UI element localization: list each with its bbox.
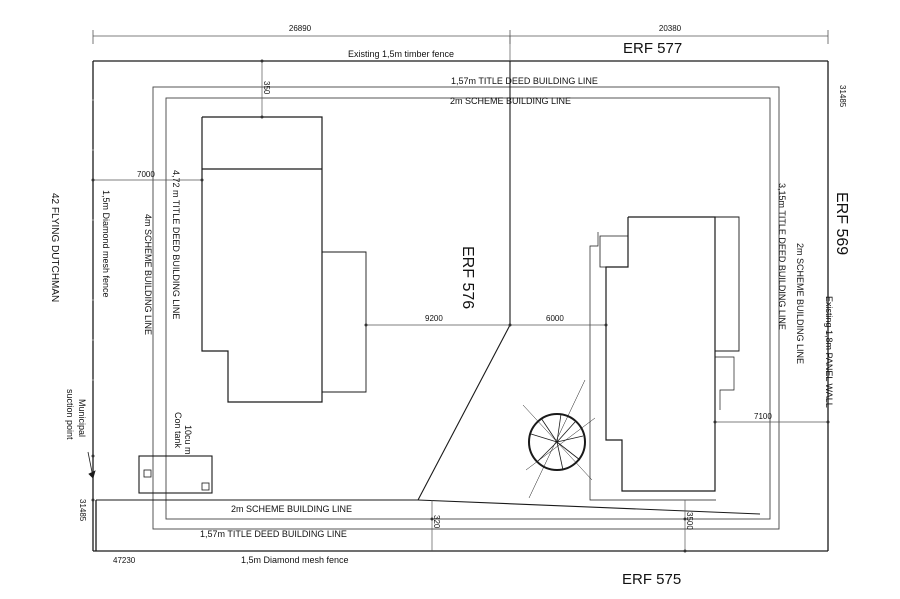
east-fence-label: Existing 1,8m PANEL WALL xyxy=(824,296,834,408)
dimension-6000: 6000 xyxy=(546,314,564,323)
rotary-element xyxy=(522,379,596,499)
erf-575-label: ERF 575 xyxy=(622,571,681,588)
tank-label-line2: Con tank xyxy=(173,412,183,449)
east-title-deed-line-label: 3,15m TITLE DEED BUILDING LINE xyxy=(777,183,787,330)
west-title-deed-line-label: 4,72 m TITLE DEED BUILDING LINE xyxy=(171,170,181,319)
flying-dutchman-label: 42 FLYING DUTCHMAN xyxy=(49,193,60,302)
dimension-31485-left: 31485 xyxy=(78,499,87,522)
west-building xyxy=(201,116,367,403)
dimension-20380: 20380 xyxy=(659,24,682,33)
dimension-ticks xyxy=(91,59,830,553)
dimension-7000: 7000 xyxy=(137,170,155,179)
dimension-350: 350 xyxy=(262,81,271,95)
municipal-label-line2: suction point xyxy=(65,389,75,440)
dimension-9200: 9200 xyxy=(425,314,443,323)
dimension-320: 320 xyxy=(432,515,441,529)
municipal-arrow xyxy=(87,451,96,479)
erf-dividing-line xyxy=(96,61,761,515)
dimension-3500: 3500 xyxy=(685,512,694,530)
east-building xyxy=(589,216,740,501)
erf-576-label: ERF 576 xyxy=(459,246,476,309)
south-fence-label: 1,5m Diamond mesh fence xyxy=(241,555,349,565)
dimension-26890: 26890 xyxy=(289,24,312,33)
tank-label-line1: 10cu m xyxy=(183,425,193,455)
erf-577-label: ERF 577 xyxy=(623,40,682,57)
south-scheme-line-label: 2m SCHEME BUILDING LINE xyxy=(231,504,352,514)
dimension-47230: 47230 xyxy=(113,556,136,565)
west-fence-label: 1,5m Diamond mesh fence xyxy=(101,190,111,298)
west-scheme-line-label: 4m SCHEME BUILDING LINE xyxy=(143,214,153,335)
municipal-label-line1: Municipal xyxy=(77,399,87,437)
dimension-31485-right: 31485 xyxy=(838,85,847,108)
concrete-tank xyxy=(138,455,213,494)
east-scheme-line-label: 2m SCHEME BUILDING LINE xyxy=(795,243,805,364)
property-boundary xyxy=(92,60,829,552)
internal-dimension-lines xyxy=(93,36,828,551)
south-title-deed-line-label: 1,57m TITLE DEED BUILDING LINE xyxy=(200,529,347,539)
north-title-deed-line-label: 1,57m TITLE DEED BUILDING LINE xyxy=(451,76,598,86)
building-setback-lines xyxy=(152,86,780,530)
west-fence-markers xyxy=(92,99,94,381)
north-scheme-line-label: 2m SCHEME BUILDING LINE xyxy=(450,96,571,106)
top-dimension-line xyxy=(92,30,829,44)
north-fence-label: Existing 1,5m timber fence xyxy=(348,49,454,59)
dimension-7100: 7100 xyxy=(754,412,772,421)
erf-569-label: ERF 569 xyxy=(833,192,850,255)
